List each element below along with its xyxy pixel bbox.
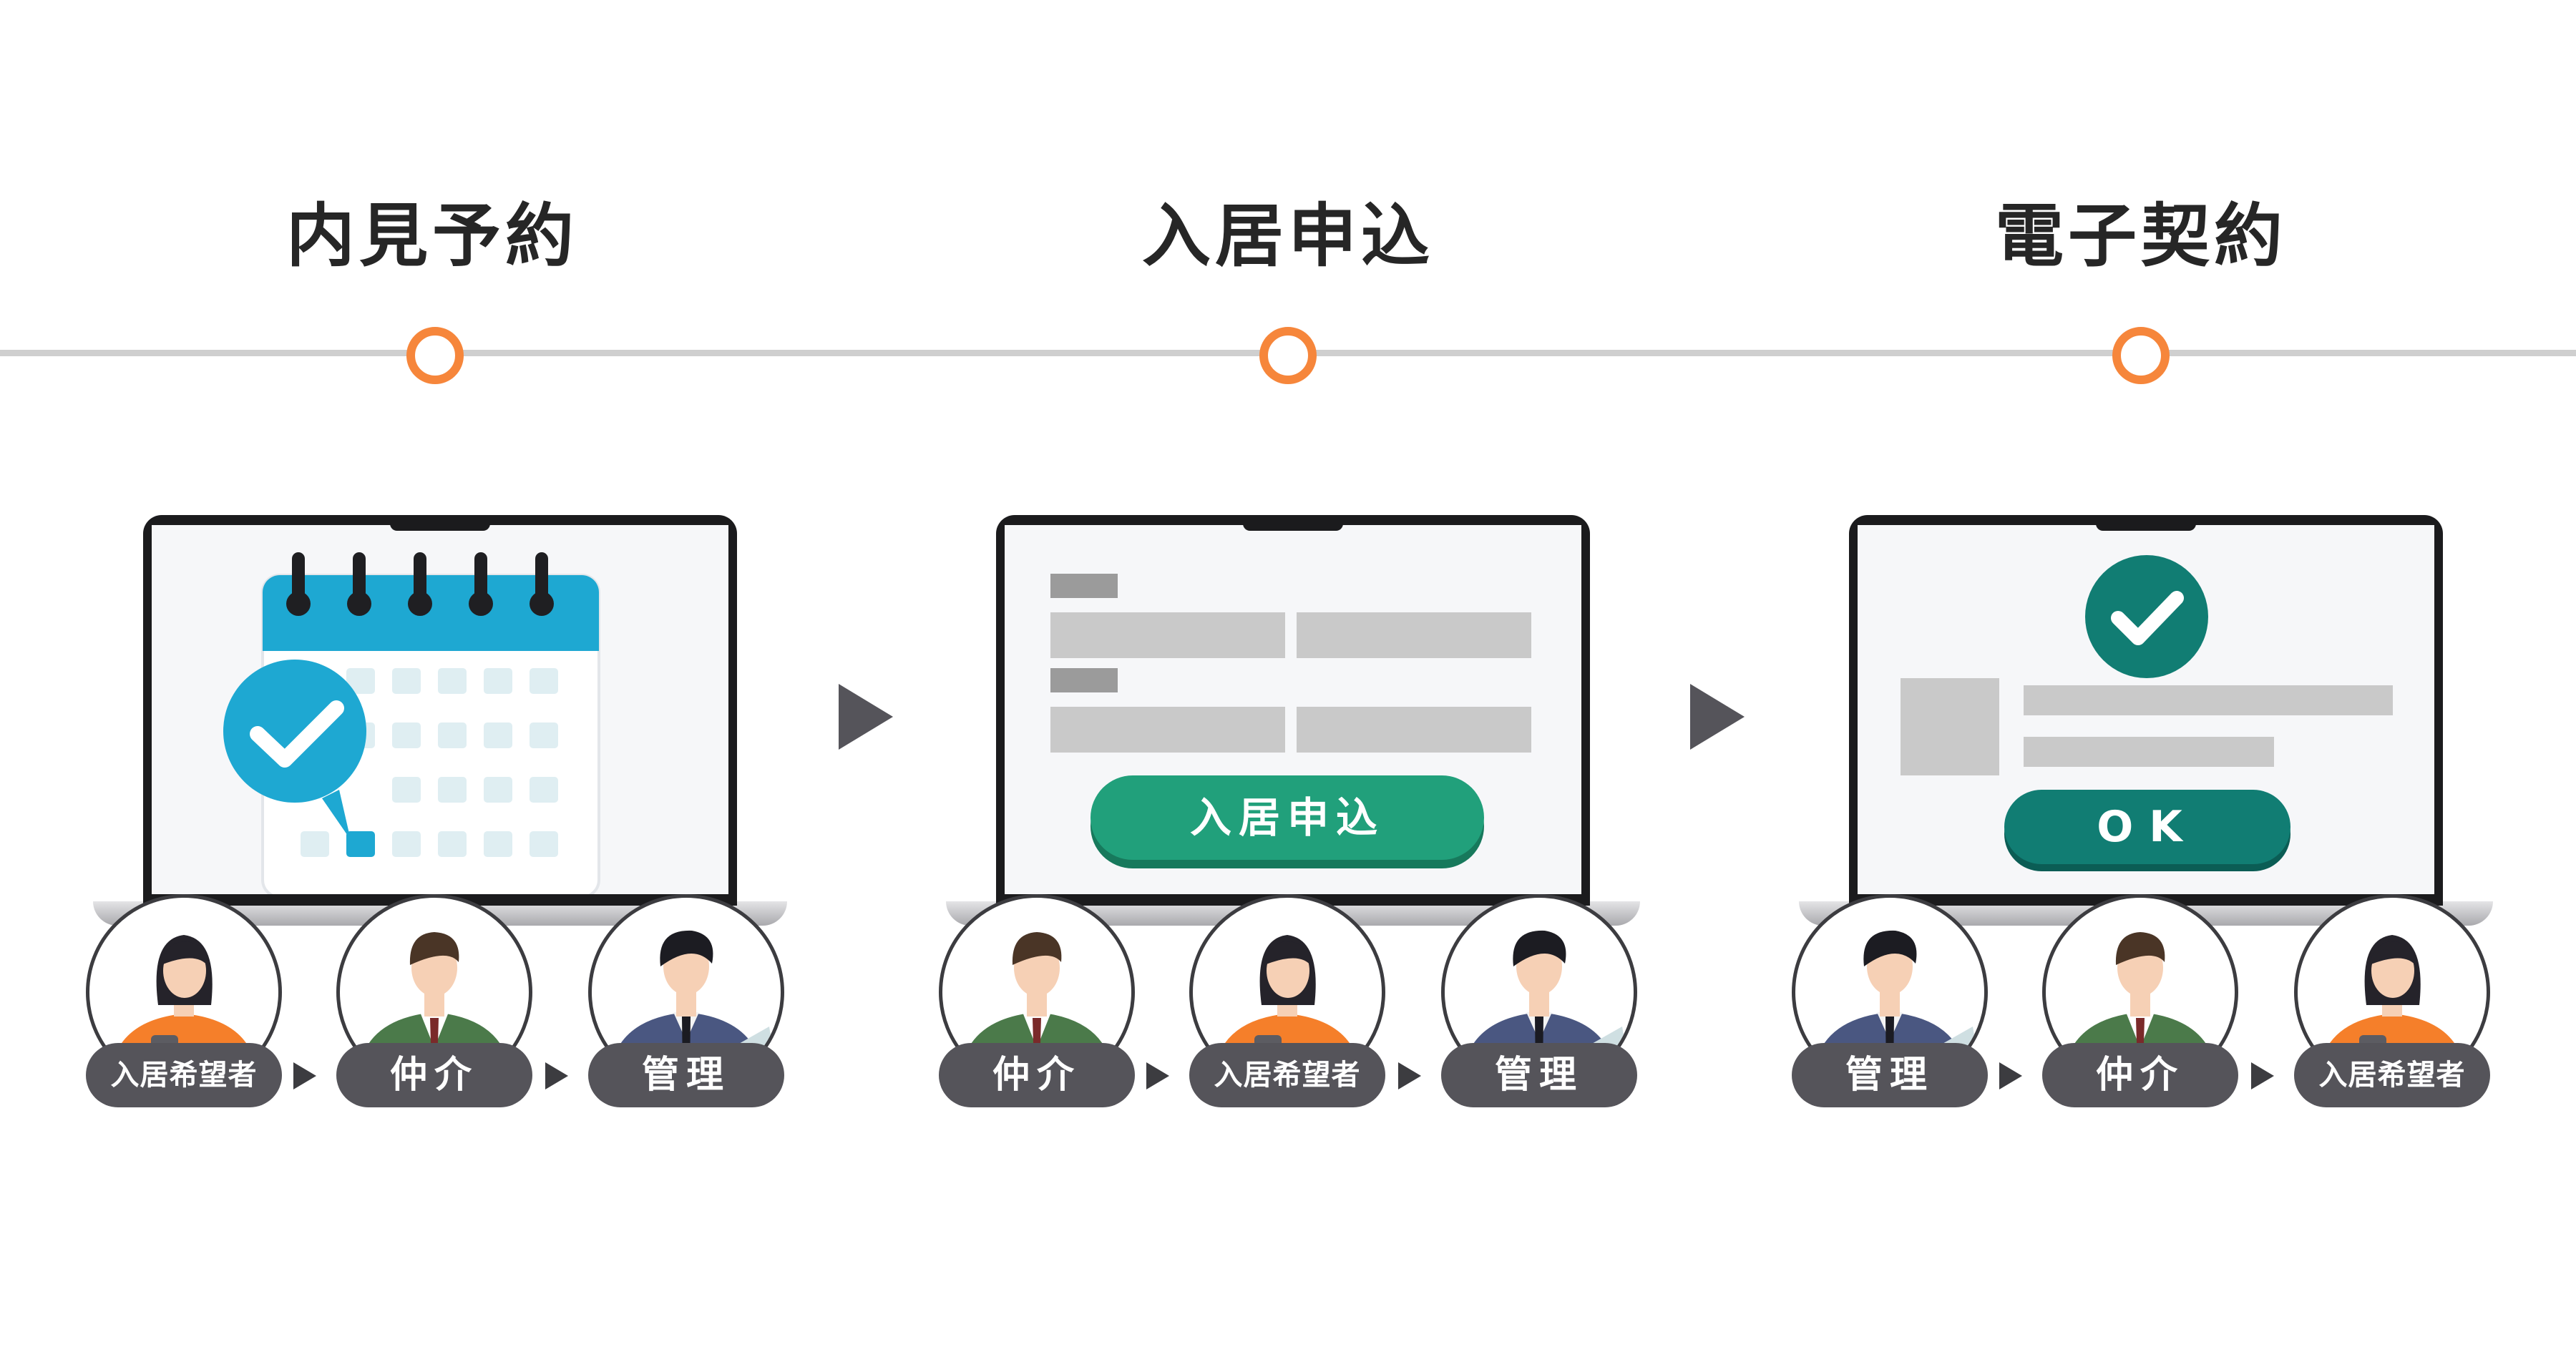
role-label-applicant: 入居希望者 xyxy=(2294,1043,2490,1107)
role-label-broker: 仲介 xyxy=(336,1043,532,1107)
role-label-manager: 管理 xyxy=(1441,1043,1637,1107)
flow-arrow-icon xyxy=(545,1062,568,1089)
person-applicant: 入居希望者 xyxy=(2294,894,2490,1109)
step-1-title: 内見予約 xyxy=(286,196,578,276)
role-label-manager: 管理 xyxy=(588,1043,784,1107)
laptop-contract: OK xyxy=(1799,515,2493,930)
flow-arrow-icon xyxy=(1999,1062,2022,1089)
laptop-application: 入居申込 xyxy=(946,515,1640,930)
person-broker: 仲介 xyxy=(939,894,1135,1109)
text-line-placeholder xyxy=(2024,685,2393,715)
step-2-title: 入居申込 xyxy=(1142,196,1434,276)
form-field-placeholder xyxy=(1297,707,1531,753)
person-manager: 管理 xyxy=(1792,894,1988,1109)
flow-arrow-icon xyxy=(1398,1062,1421,1089)
role-label-broker: 仲介 xyxy=(2042,1043,2238,1107)
person-applicant: 入居希望者 xyxy=(1189,894,1385,1109)
laptop-reservation xyxy=(93,515,787,930)
laptop-screen xyxy=(152,525,728,894)
laptop-camera-notch xyxy=(390,515,490,531)
flow-arrow-icon xyxy=(2251,1062,2274,1089)
calendar-icon xyxy=(223,552,600,894)
step-3-marker xyxy=(2112,327,2170,384)
laptop-screen: 入居申込 xyxy=(1005,525,1581,894)
person-broker: 仲介 xyxy=(2042,894,2238,1109)
document-thumbnail-placeholder xyxy=(1901,678,1999,775)
ok-button[interactable]: OK xyxy=(2004,790,2290,864)
step-1-marker xyxy=(406,327,464,384)
form-field-placeholder xyxy=(1050,707,1285,753)
flow-arrow-icon xyxy=(293,1062,316,1089)
role-label-broker: 仲介 xyxy=(939,1043,1135,1107)
role-label-applicant: 入居希望者 xyxy=(86,1043,282,1107)
step-2-marker xyxy=(1259,327,1317,384)
form-label-placeholder xyxy=(1050,668,1118,692)
text-line-placeholder xyxy=(2024,737,2274,767)
form-label-placeholder xyxy=(1050,574,1118,598)
laptop-camera-notch xyxy=(1243,515,1343,531)
role-label-manager: 管理 xyxy=(1792,1043,1988,1107)
role-label-applicant: 入居希望者 xyxy=(1189,1043,1385,1107)
laptop-camera-notch xyxy=(2096,515,2196,531)
form-field-placeholder xyxy=(1297,612,1531,658)
apply-button[interactable]: 入居申込 xyxy=(1091,775,1484,860)
form-field-placeholder xyxy=(1050,612,1285,658)
person-broker: 仲介 xyxy=(336,894,532,1109)
person-manager: 管理 xyxy=(588,894,784,1109)
person-manager: 管理 xyxy=(1441,894,1637,1109)
check-icon xyxy=(2085,555,2208,678)
step-arrow-2 xyxy=(1690,684,1745,750)
laptop-screen: OK xyxy=(1858,525,2434,894)
step-arrow-1 xyxy=(839,684,893,750)
flow-arrow-icon xyxy=(1146,1062,1169,1089)
step-3-title: 電子契約 xyxy=(1995,196,2287,276)
person-applicant: 入居希望者 xyxy=(86,894,282,1109)
